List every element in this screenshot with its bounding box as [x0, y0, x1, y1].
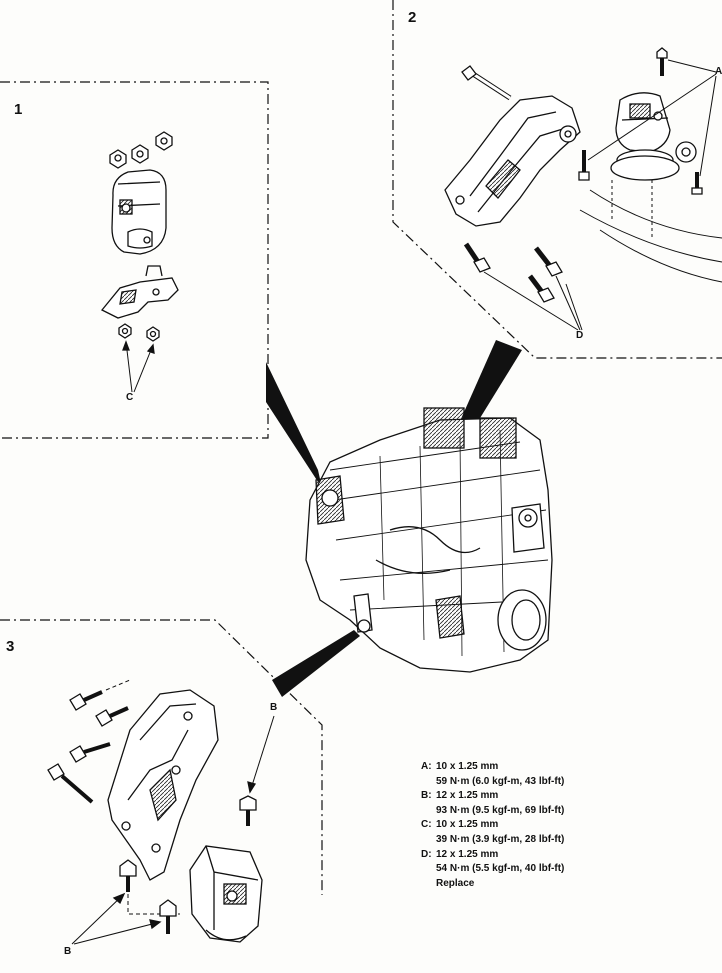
spec-a: A: 10 x 1.25 mm 59 N·m (6.0 kgf-m, 43 lb… — [421, 760, 564, 789]
engine-assembly — [305, 407, 553, 673]
spec-b-size: 12 x 1.25 mm — [436, 790, 499, 802]
panel-1-parts — [100, 131, 179, 393]
bolt-a-1 — [656, 47, 668, 76]
bolt-a-2 — [578, 150, 590, 181]
spec-b-tag: B: — [421, 790, 432, 802]
callout-b-bottom: B — [64, 946, 72, 957]
view-number-3: 3 — [6, 638, 15, 655]
spec-a-tag: A: — [421, 761, 432, 772]
spec-a-torque: 59 N·m (6.0 kgf-m, 43 lbf-ft) — [436, 775, 565, 787]
bolt-b-2 — [119, 859, 137, 892]
bolt-3-3 — [69, 742, 111, 763]
panel-2-parts — [444, 47, 722, 331]
spec-d-tag: D: — [421, 848, 432, 860]
nut-1 — [109, 149, 127, 169]
spec-c-tag: C: — [421, 819, 432, 831]
bolt-b-3 — [159, 899, 177, 934]
bolt-b-1 — [239, 795, 257, 826]
spec-b: B: 12 x 1.25 mm 93 N·m (9.5 kgf-m, 69 lb… — [421, 789, 564, 818]
bolt-3-4 — [47, 763, 94, 804]
bolt-3-2 — [95, 706, 129, 727]
nut-c-2 — [146, 326, 160, 342]
torque-spec-list: A: 10 x 1.25 mm 59 N·m (6.0 kgf-m, 43 lb… — [421, 760, 564, 891]
bolt-d-2 — [534, 246, 563, 277]
spec-b-torque: 93 N·m (9.5 kgf-m, 69 lbf-ft) — [436, 804, 565, 816]
spec-c: C: 10 x 1.25 mm 39 N·m (3.9 kgf-m, 28 lb… — [421, 818, 564, 847]
spec-a-size: 10 x 1.25 mm — [436, 761, 499, 772]
callout-b-top: B — [270, 702, 278, 713]
spec-d-torque: 54 N·m (5.5 kgf-m, 40 lbf-ft) — [436, 863, 565, 875]
spec-d: D: 12 x 1.25 mm 54 N·m (5.5 kgf-m, 40 lb… — [421, 848, 564, 892]
bolt-a-3 — [691, 172, 703, 195]
panel-1-frame — [0, 81, 269, 439]
spec-c-torque: 39 N·m (3.9 kgf-m, 28 lbf-ft) — [436, 833, 565, 845]
nut-c-1 — [118, 323, 132, 339]
panel-3-frame — [0, 619, 323, 895]
view-number-1: 1 — [14, 101, 23, 118]
panel-2-frame — [392, 0, 722, 359]
wedge-to-panel-3 — [272, 630, 360, 697]
spec-c-size: 10 x 1.25 mm — [436, 819, 499, 831]
wedge-to-panel-1 — [266, 362, 322, 488]
spec-d-note: Replace — [436, 877, 475, 889]
callout-d: D — [576, 330, 584, 341]
callout-c: C — [126, 392, 134, 403]
nut-3 — [155, 131, 173, 151]
spec-d-size: 12 x 1.25 mm — [436, 848, 499, 860]
panel-3-parts — [47, 679, 275, 945]
bolt-d-1 — [463, 242, 491, 273]
nut-2 — [131, 144, 149, 164]
callout-a: A — [715, 66, 722, 77]
bolt-d-3 — [528, 274, 555, 303]
view-number-2: 2 — [408, 9, 417, 26]
bolt-3-1 — [69, 690, 103, 711]
